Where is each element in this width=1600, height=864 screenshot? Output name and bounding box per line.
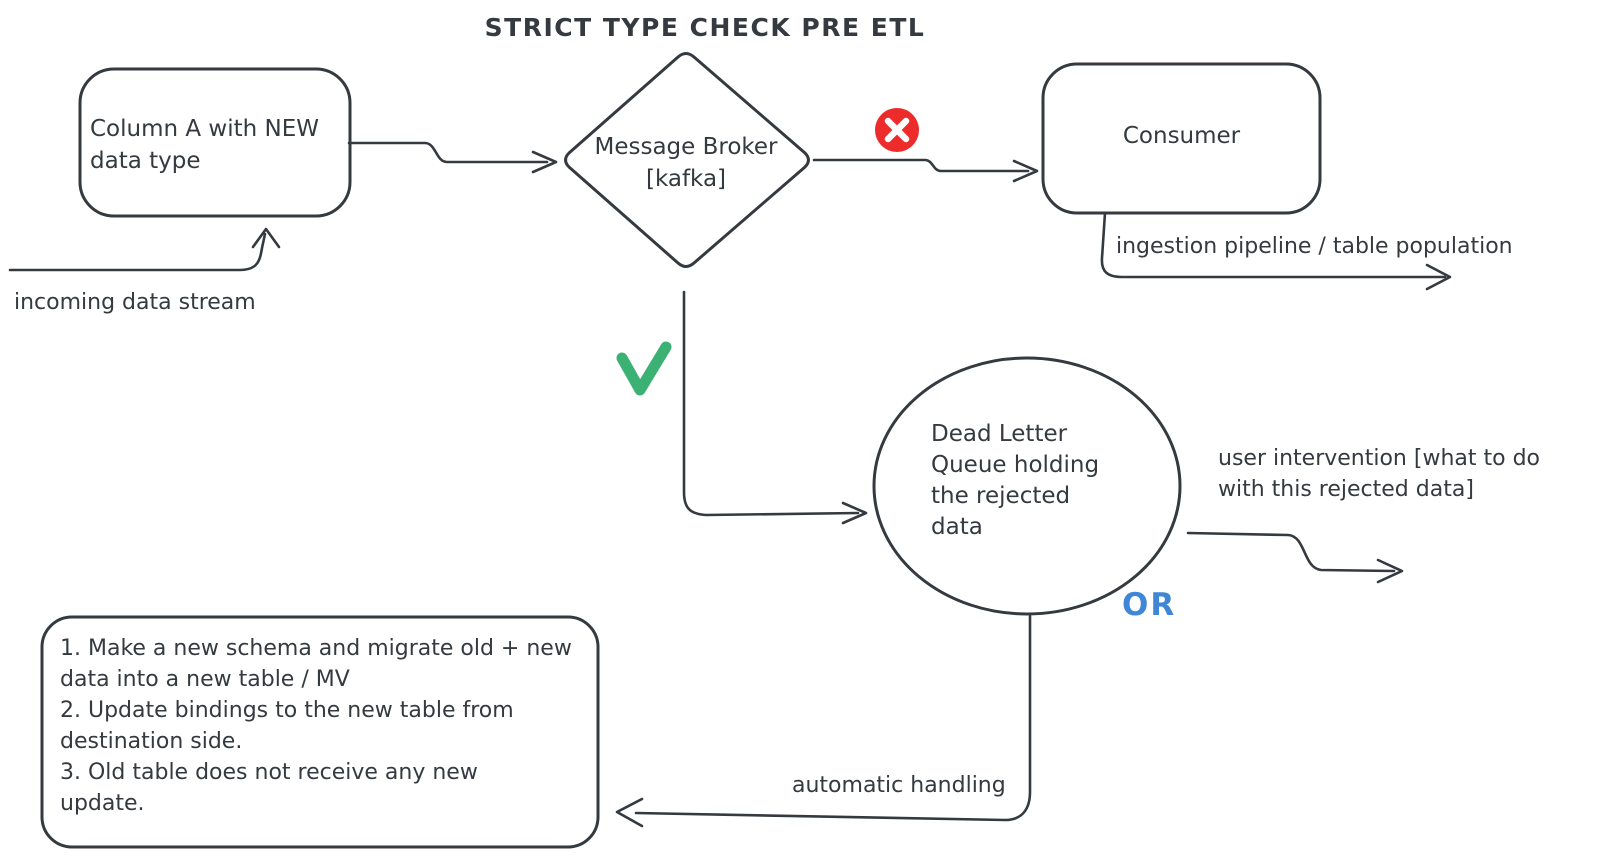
- dlq-node-shape: [874, 358, 1180, 614]
- error-cross-icon: [875, 108, 919, 152]
- broker-node-shape: [566, 54, 809, 267]
- or-connector-label: OR: [1122, 587, 1177, 623]
- edge-broker-to-consumer: [814, 160, 1037, 181]
- edge-incoming-stream: [10, 229, 279, 270]
- automatic-handling-edge-label: automatic handling: [792, 773, 1006, 798]
- user-intervention-edge-label: user intervention [what to do with this …: [1218, 446, 1540, 502]
- remediation-node-label: 1. Make a new schema and migrate old + n…: [60, 636, 572, 816]
- consumer-node-label: Consumer: [1122, 123, 1241, 149]
- dlq-node-label: Dead Letter Queue holding the rejected d…: [931, 421, 1100, 540]
- remediation-node-shape: [42, 617, 598, 847]
- edge-user-intervention: [1188, 533, 1402, 582]
- ingestion-pipeline-edge-label: ingestion pipeline / table population: [1116, 234, 1513, 259]
- source-node-label: Column A with NEW data type: [90, 116, 320, 174]
- consumer-node-shape: [1043, 64, 1320, 213]
- broker-node-label: Message Broker [kafka]: [594, 134, 778, 192]
- edge-source-to-broker: [349, 143, 556, 172]
- diagram-title: STRICT TYPE CHECK PRE ETL: [484, 13, 926, 42]
- incoming-stream-edge-label: incoming data stream: [14, 290, 256, 315]
- checkmark-icon: [622, 347, 666, 390]
- edge-broker-to-dlq: [684, 292, 866, 523]
- edge-ingestion-pipeline: [1102, 213, 1450, 289]
- edge-automatic-handling: [617, 616, 1030, 826]
